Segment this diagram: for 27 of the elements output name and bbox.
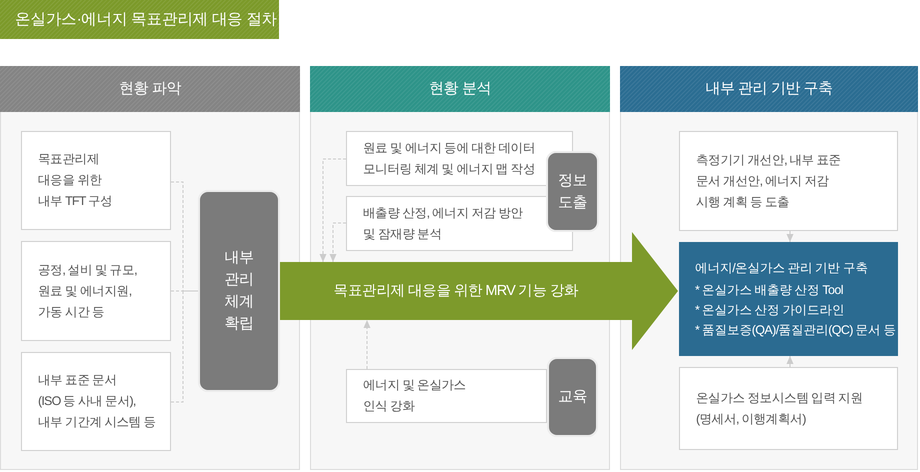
panel-header: 내부 관리 기반 구축	[620, 66, 918, 112]
text-box: 공정, 설비 및 규모, 원료 및 에너지원, 가동 시간 등	[21, 241, 171, 341]
text-box: 온실가스 정보시스템 입력 지원 (명세서, 이행계획서)	[679, 367, 898, 450]
step-box: 교육	[547, 357, 598, 437]
panel-header: 현황 분석	[310, 66, 610, 112]
dashed-arrow	[364, 320, 370, 370]
dashed-line	[170, 290, 198, 402]
list-item: * 온실가스 산정 가이드라인	[695, 302, 844, 319]
text-box: 내부 표준 문서 (ISO 등 사내 문서), 내부 기간계 시스템 등	[21, 352, 171, 451]
text-box: 에너지 및 온실가스 인식 강화	[346, 369, 547, 423]
panel	[620, 66, 918, 470]
box-heading: 에너지/온실가스 관리 기반 구축	[695, 260, 868, 277]
step-box: 내부 관리 체계 확립	[198, 190, 280, 392]
arrow	[786, 230, 794, 242]
list-item: * 온실가스 배출량 산정 Tool	[695, 282, 843, 299]
text-box: 목표관리제 대응을 위한 내부 TFT 구성	[21, 131, 171, 230]
panel-header: 현황 파악	[0, 66, 300, 112]
list-item: * 품질보증(QA)/품질관리(QC) 문서 등	[695, 322, 896, 339]
arrow	[786, 356, 794, 368]
title-banner: 온실가스·에너지 목표관리제 대응 절차	[0, 0, 279, 39]
dashed-arrow	[330, 222, 346, 262]
step-box: 정보 도출	[546, 151, 599, 232]
dashed-arrow	[320, 158, 346, 262]
info-box	[679, 242, 898, 356]
banner-text: 목표관리제 대응을 위한 MRV 기능 강화	[334, 282, 578, 301]
text-box: 측정기기 개선안, 내부 표준 문서 개선안, 에너지 저감 시행 계획 등 도출	[679, 131, 898, 231]
panel	[0, 66, 300, 470]
